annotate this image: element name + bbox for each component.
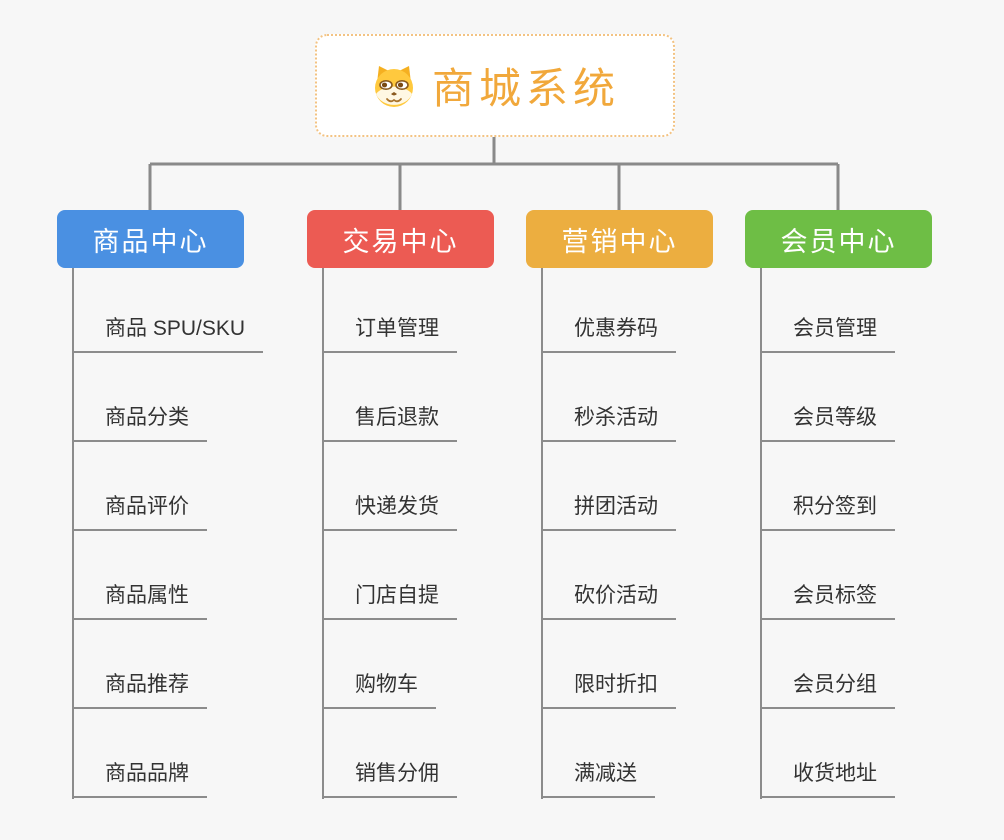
leaf-item[interactable]: 积分签到 xyxy=(761,442,895,531)
leaf-item[interactable]: 商品分类 xyxy=(73,353,263,442)
branch-children-product: 商品 SPU/SKU 商品分类 商品评价 商品属性 商品推荐 商品品牌 xyxy=(73,264,264,798)
leaf-label: 会员分组 xyxy=(761,671,895,709)
branch-node-marketing-center[interactable]: 营销中心 xyxy=(526,210,713,268)
leaf-label: 商品属性 xyxy=(73,582,207,620)
branch-children-trade: 订单管理 售后退款 快递发货 门店自提 购物车 销售分佣 xyxy=(323,264,457,798)
branch-node-product-center[interactable]: 商品中心 xyxy=(57,210,244,268)
leaf-item[interactable]: 会员管理 xyxy=(761,264,895,353)
leaf-item[interactable]: 销售分佣 xyxy=(323,709,457,798)
leaf-item[interactable]: 限时折扣 xyxy=(542,620,676,709)
leaf-item[interactable]: 会员标签 xyxy=(761,531,895,620)
leaf-item[interactable]: 商品属性 xyxy=(73,531,263,620)
leaf-label: 积分签到 xyxy=(761,493,895,531)
dog-face-icon xyxy=(370,63,418,109)
leaf-item[interactable]: 商品推荐 xyxy=(73,620,263,709)
leaf-label: 限时折扣 xyxy=(542,671,676,709)
leaf-item[interactable]: 优惠券码 xyxy=(542,264,676,353)
leaf-label: 会员标签 xyxy=(761,582,895,620)
root-title: 商城系统 xyxy=(431,65,620,112)
leaf-label: 会员等级 xyxy=(761,404,895,442)
leaf-label: 售后退款 xyxy=(323,404,457,442)
leaf-label: 商品品牌 xyxy=(73,760,207,798)
branch-children-marketing: 优惠券码 秒杀活动 拼团活动 砍价活动 限时折扣 满减送 xyxy=(542,264,676,798)
leaf-item[interactable]: 砍价活动 xyxy=(542,531,676,620)
root-node[interactable]: 商城系统 xyxy=(315,34,675,137)
leaf-label: 收货地址 xyxy=(761,760,895,798)
leaf-label: 购物车 xyxy=(323,671,436,709)
leaf-item[interactable]: 购物车 xyxy=(323,620,457,709)
leaf-item[interactable]: 拼团活动 xyxy=(542,442,676,531)
branch-children-member: 会员管理 会员等级 积分签到 会员标签 会员分组 收货地址 xyxy=(761,264,895,798)
leaf-label: 快递发货 xyxy=(323,493,457,531)
branch-label: 营销中心 xyxy=(561,226,678,257)
leaf-label: 拼团活动 xyxy=(542,493,676,531)
leaf-label: 商品评价 xyxy=(73,493,207,531)
leaf-item[interactable]: 门店自提 xyxy=(323,531,457,620)
branch-node-member-center[interactable]: 会员中心 xyxy=(745,210,932,268)
leaf-label: 商品分类 xyxy=(73,404,207,442)
leaf-item[interactable]: 快递发货 xyxy=(323,442,457,531)
leaf-label: 商品推荐 xyxy=(73,671,207,709)
leaf-item[interactable]: 订单管理 xyxy=(323,264,457,353)
leaf-item[interactable]: 会员分组 xyxy=(761,620,895,709)
leaf-item[interactable]: 秒杀活动 xyxy=(542,353,676,442)
leaf-item[interactable]: 售后退款 xyxy=(323,353,457,442)
branch-label: 交易中心 xyxy=(342,226,459,257)
leaf-item[interactable]: 会员等级 xyxy=(761,353,895,442)
leaf-item[interactable]: 收货地址 xyxy=(761,709,895,798)
leaf-item[interactable]: 商品品牌 xyxy=(73,709,263,798)
branch-node-trade-center[interactable]: 交易中心 xyxy=(307,210,494,268)
leaf-label: 秒杀活动 xyxy=(542,404,676,442)
leaf-label: 砍价活动 xyxy=(542,582,676,620)
leaf-label: 销售分佣 xyxy=(323,760,457,798)
leaf-item[interactable]: 商品评价 xyxy=(73,442,263,531)
leaf-label: 优惠券码 xyxy=(542,315,676,353)
leaf-label: 订单管理 xyxy=(323,315,457,353)
leaf-label: 满减送 xyxy=(542,760,655,798)
branch-label: 商品中心 xyxy=(92,226,209,257)
branch-label: 会员中心 xyxy=(780,226,897,257)
leaf-label: 商品 SPU/SKU xyxy=(73,315,264,353)
leaf-label: 会员管理 xyxy=(761,315,895,353)
leaf-label: 门店自提 xyxy=(323,582,457,620)
leaf-item[interactable]: 满减送 xyxy=(542,709,676,798)
leaf-item[interactable]: 商品 SPU/SKU xyxy=(73,264,264,353)
